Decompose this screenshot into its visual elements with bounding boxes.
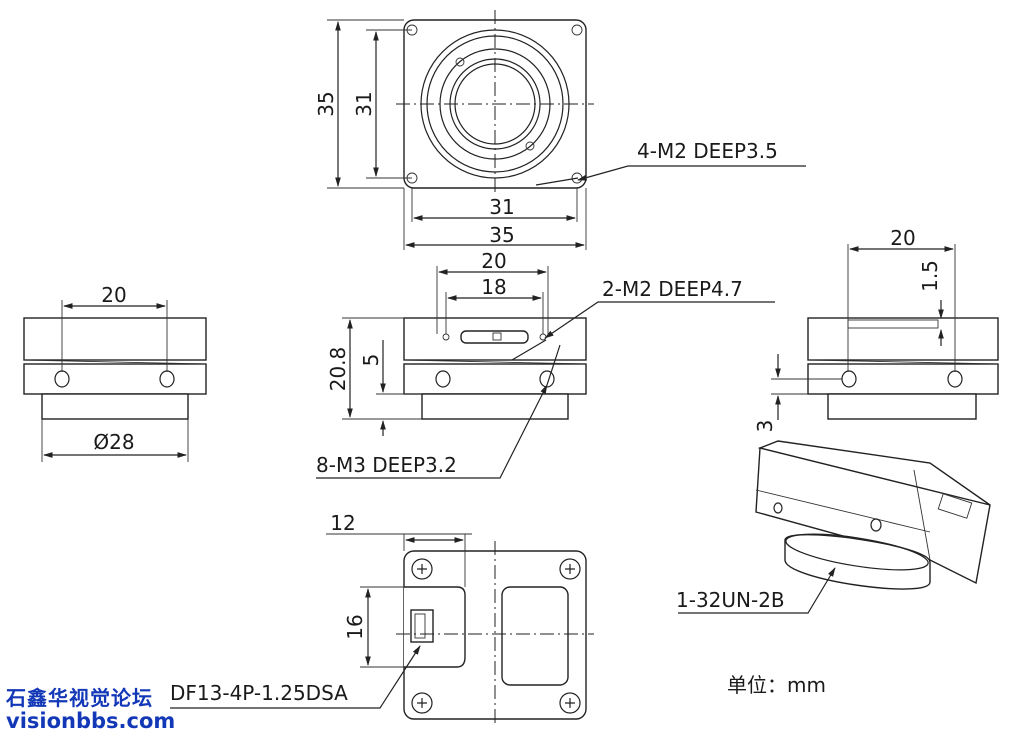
iso-thread: 1-32UN-2B	[676, 588, 785, 612]
front-height-outer: 35	[314, 91, 338, 116]
front-view: 35 31 31 35 4-M2 DEEP3.5	[314, 10, 806, 250]
center-offset: 5	[359, 354, 383, 367]
front-width-inner: 31	[489, 195, 514, 219]
center-side-view: 20 18 2-M2 DEEP4.7 20.8 5 8-M3 DEEP3.2	[316, 249, 775, 479]
center-height: 20.8	[326, 347, 350, 392]
unit-label: 单位：mm	[727, 673, 826, 697]
left-diameter: Ø28	[93, 430, 134, 454]
watermark-title: 石鑫华视觉论坛	[6, 686, 153, 710]
center-outer-pitch: 20	[481, 249, 506, 273]
front-height-inner: 31	[352, 91, 376, 116]
isometric-view: 1-32UN-2B	[676, 440, 991, 614]
center-inner-pitch: 18	[481, 275, 506, 299]
back-height: 16	[343, 614, 367, 639]
front-width-outer: 35	[489, 223, 514, 247]
center-bottom-note: 8-M3 DEEP3.2	[316, 453, 457, 477]
watermark-url: visionbbs.com	[6, 709, 176, 733]
right-depth: 1.5	[918, 260, 942, 292]
front-hole-note: 4-M2 DEEP3.5	[637, 139, 778, 163]
right-side-view: 20 1.5 3	[753, 226, 999, 433]
left-hole-pitch: 20	[101, 283, 126, 307]
left-side-view: 20 Ø28	[23, 283, 207, 462]
screw-icon	[411, 558, 581, 714]
back-view: 12 16 DF13-4P-1.25DSA	[170, 511, 594, 727]
right-offset: 3	[753, 420, 777, 433]
center-top-note: 2-M2 DEEP4.7	[602, 277, 743, 301]
right-pitch: 20	[890, 226, 915, 250]
back-width: 12	[330, 511, 355, 535]
back-connector: DF13-4P-1.25DSA	[170, 681, 348, 705]
